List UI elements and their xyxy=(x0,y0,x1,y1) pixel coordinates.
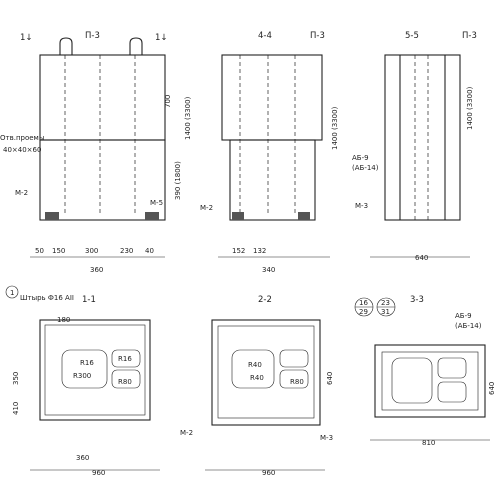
view-4-4: 4-4 П-3 1400 (3300) М-2 340 152 132 xyxy=(200,31,339,274)
mark-p3: П-3 xyxy=(310,31,325,41)
mark-p3: П-3 xyxy=(462,31,477,41)
dim-640: 640 xyxy=(488,382,496,395)
callout-number: 1 xyxy=(10,289,14,297)
callout-circle xyxy=(5,285,19,299)
dim-50: 50 xyxy=(35,247,44,255)
cavity xyxy=(111,349,141,368)
label-ab9: АБ-9 xyxy=(455,312,472,320)
section-title: 3-3 xyxy=(410,295,424,305)
radius-label: R16 xyxy=(118,355,132,363)
label-ab14: (АБ-14) xyxy=(352,164,379,172)
embedded-plate xyxy=(45,212,59,220)
dim-152: 152 xyxy=(232,247,245,255)
fraction-top: 23 xyxy=(381,299,390,307)
label-m2: М-2 xyxy=(200,204,213,212)
dim-960: 960 xyxy=(92,469,105,477)
view-title: 5-5 xyxy=(405,31,419,41)
dim-700: 700 xyxy=(164,95,172,108)
dim-180: 180 xyxy=(57,316,70,324)
block-body xyxy=(384,54,461,221)
label-m2: М-2 xyxy=(180,429,193,437)
label-m3: М-3 xyxy=(320,434,333,442)
section-outline xyxy=(39,319,151,421)
section-outline xyxy=(211,319,321,426)
radius-label: R16 xyxy=(80,359,94,367)
fraction-bottom: 31 xyxy=(381,308,390,316)
cavity xyxy=(279,369,309,389)
cavity xyxy=(231,349,275,389)
section-inner xyxy=(381,351,479,411)
cavity xyxy=(437,357,467,379)
radius-label: R80 xyxy=(118,378,132,386)
block-upper xyxy=(39,54,166,141)
dim-230: 230 xyxy=(120,247,133,255)
dim-340: 340 xyxy=(262,266,275,274)
dim-640: 640 xyxy=(326,372,334,385)
section-3-3: 16 29 23 31 3-3 АБ-9 (АБ-14) 640 810 xyxy=(354,295,496,447)
label-m3: М-3 xyxy=(355,202,368,210)
view-1-1: 1↓ 1↓ П-3 700 1400 (3300) 390 (1800) Отв… xyxy=(0,31,192,274)
section-inner xyxy=(44,324,146,416)
section-title: 2-2 xyxy=(258,295,272,305)
dim-300: 300 xyxy=(85,247,98,255)
dim-1400: 1400 (3300) xyxy=(184,96,192,140)
radius-label: R40 xyxy=(250,374,264,382)
lifting-loop-right xyxy=(129,37,143,55)
radius-label: R40 xyxy=(248,361,262,369)
cavity xyxy=(391,357,433,404)
section-inner xyxy=(217,325,315,419)
radius-label: R80 xyxy=(290,378,304,386)
dim-40: 40 xyxy=(145,247,154,255)
block-lower xyxy=(39,139,166,221)
label-ab14: (АБ-14) xyxy=(455,322,482,330)
cavity xyxy=(279,349,309,368)
dim-1400: 1400 (3300) xyxy=(466,86,474,130)
dim-150: 150 xyxy=(52,247,65,255)
cut-mark-1-right: 1↓ xyxy=(155,33,168,43)
dim-350: 350 xyxy=(12,372,20,385)
dim-810: 810 xyxy=(422,439,435,447)
cut-mark-1-left: 1↓ xyxy=(20,33,33,43)
dim-640: 640 xyxy=(415,254,428,262)
section-title: 1-1 xyxy=(82,295,96,305)
note-openings-size: 40×40×60 xyxy=(3,146,41,154)
dim-132: 132 xyxy=(253,247,266,255)
dim-360: 360 xyxy=(90,266,103,274)
label-m5: М-5 xyxy=(150,199,163,207)
section-1-1: 1 Штырь Ф16 АII 1-1 R16 R16 R300 R80 180… xyxy=(5,285,160,477)
mark-p3: П-3 xyxy=(85,31,100,41)
view-title: 4-4 xyxy=(258,31,272,41)
block-lower xyxy=(229,139,316,221)
cavity xyxy=(437,381,467,403)
embedded-plate xyxy=(145,212,159,220)
note-openings: Отв.проемы xyxy=(0,134,44,142)
dim-410: 410 xyxy=(12,402,20,415)
label-m2: М-2 xyxy=(15,189,28,197)
embedded-plate xyxy=(232,212,244,220)
embedded-plate xyxy=(298,212,310,220)
dim-360: 360 xyxy=(76,454,89,462)
cavity xyxy=(61,349,108,389)
lifting-loop-left xyxy=(59,37,73,55)
fraction-top: 16 xyxy=(359,299,368,307)
dim-390: 390 (1800) xyxy=(174,161,182,200)
pin-label: Штырь Ф16 АII xyxy=(20,294,74,302)
block-upper xyxy=(221,54,323,141)
radius-label: R300 xyxy=(73,372,91,380)
cavity xyxy=(111,369,141,389)
dim-960: 960 xyxy=(262,469,275,477)
section-outline xyxy=(374,344,486,418)
dim-1400: 1400 (3300) xyxy=(331,106,339,150)
section-2-2: 2-2 R40 R40 R80 640 М-2 М-3 960 xyxy=(180,295,334,477)
fraction-bottom: 29 xyxy=(359,308,368,316)
view-5-5: 5-5 П-3 АБ-9 (АБ-14) М-3 1400 (3300) 640 xyxy=(352,31,477,262)
label-ab9: АБ-9 xyxy=(352,154,369,162)
